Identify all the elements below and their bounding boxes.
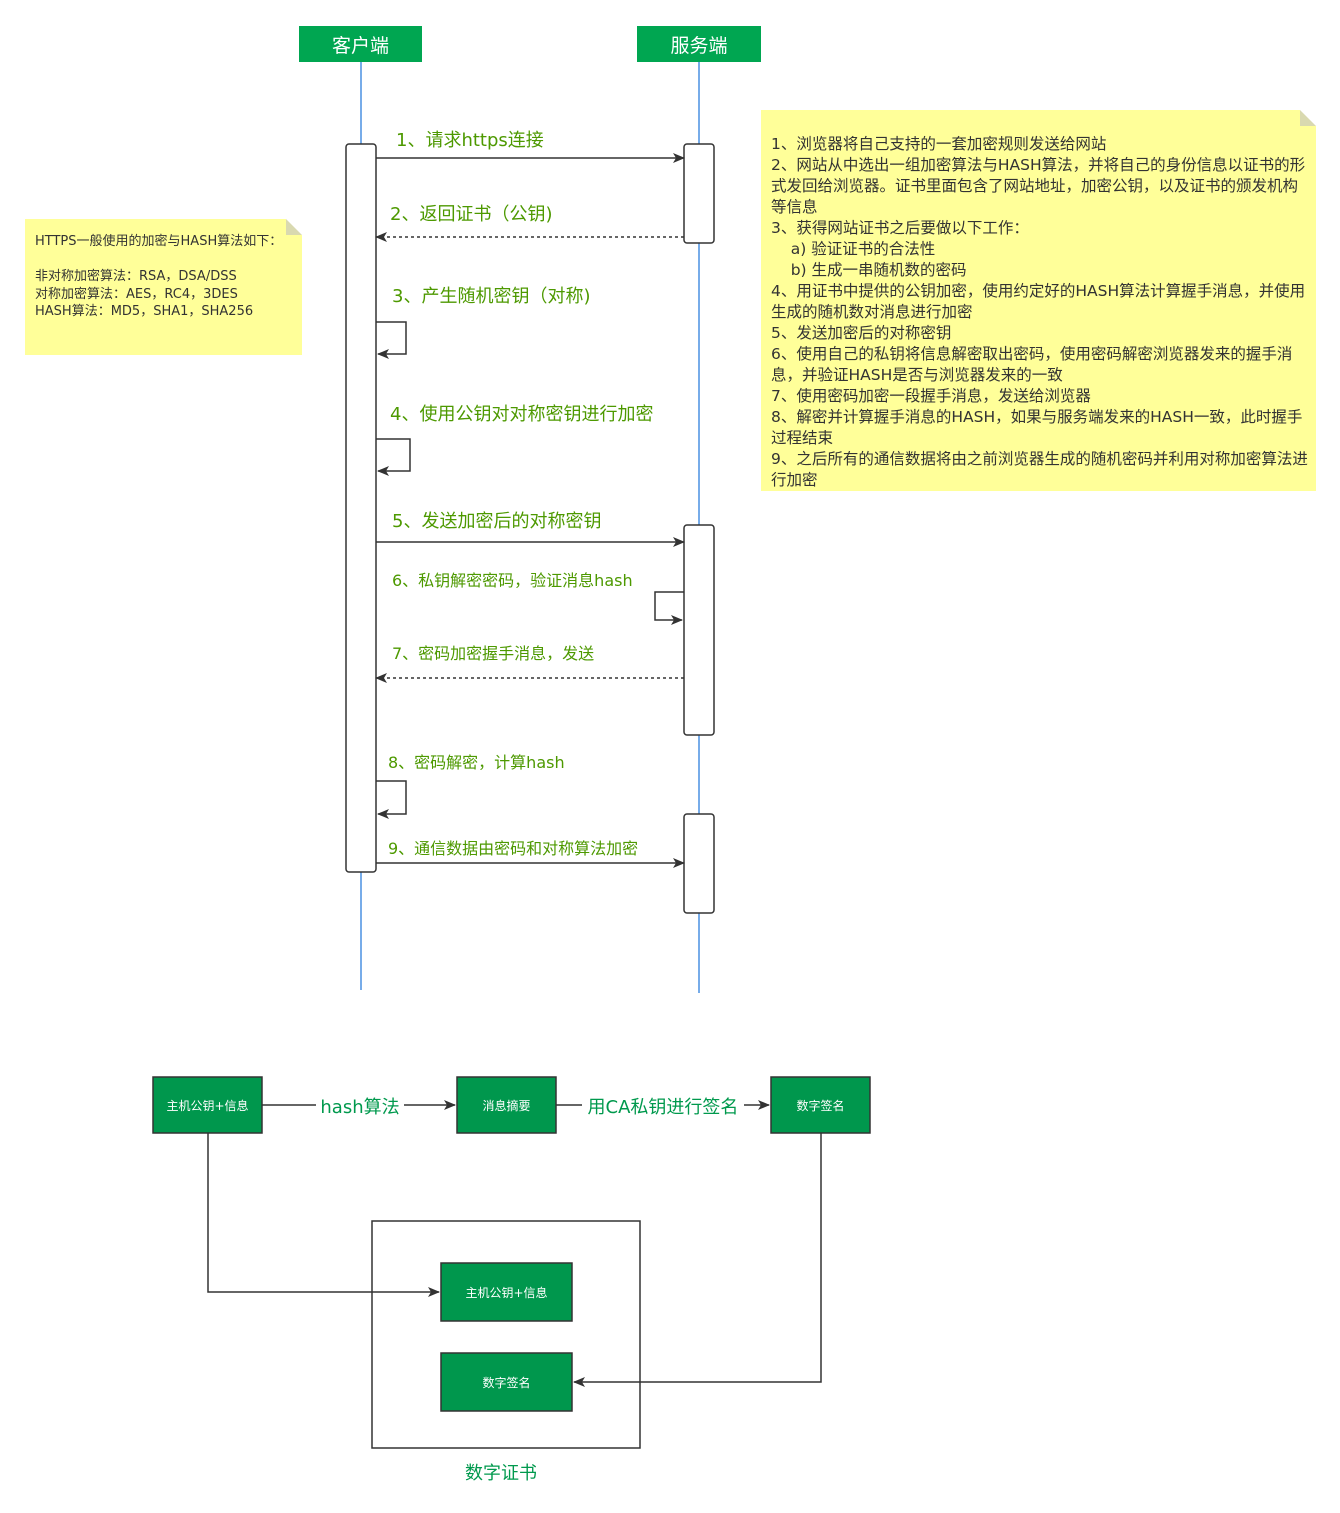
- message-6-label: 6、私钥解密密码，验证消息hash: [392, 571, 633, 590]
- message-3-self-arrow: [376, 321, 407, 359]
- handshake-step: a) 验证证书的合法性: [771, 240, 936, 258]
- message-4-self-arrow: [376, 438, 411, 476]
- edge-sign-label: 用CA私钥进行签名: [588, 1097, 739, 1118]
- server-activation-1: [683, 143, 715, 244]
- participant-client-label: 客户端: [332, 35, 389, 57]
- node-cert-signature-label: 数字签名: [482, 1375, 530, 1390]
- message-5-label: 5、发送加密后的对称密钥: [392, 511, 601, 532]
- handshake-step: 3、获得网站证书之后要做以下工作：: [771, 219, 1029, 237]
- node-digest: 消息摘要: [456, 1076, 557, 1134]
- note-fold-corner: [286, 219, 302, 235]
- edge-info-to-cert: [207, 1133, 440, 1297]
- note-fold-corner: [1300, 110, 1316, 126]
- certificate-container: [371, 1220, 641, 1449]
- server-activation-3: [683, 813, 715, 914]
- participant-server-label: 服务端: [670, 35, 727, 57]
- node-cert-info-label: 主机公钥+信息: [465, 1285, 547, 1300]
- participant-server: 服务端: [637, 26, 761, 62]
- edge-hash-label: hash算法: [320, 1097, 399, 1118]
- handshake-step: 9、之后所有的通信数据将由之前浏览器生成的随机密码并利用对称加密算法进行加密: [771, 450, 1308, 489]
- node-signature-label: 数字签名: [796, 1098, 844, 1113]
- message-8-label: 8、密码解密，计算hash: [388, 753, 565, 772]
- message-4-label: 4、使用公钥对对称密钥进行加密: [390, 404, 653, 425]
- certificate-label: 数字证书: [465, 1463, 537, 1484]
- handshake-steps-note: 1、浏览器将自己支持的一套加密规则发送给网站 2、网站从中选出一组加密算法与HA…: [761, 110, 1316, 491]
- node-cert-info: 主机公钥+信息: [440, 1262, 573, 1322]
- algorithms-note-line: [35, 251, 294, 269]
- message-1-label: 1、请求https连接: [396, 130, 544, 151]
- handshake-step: 8、解密并计算握手消息的HASH，如果与服务端发来的HASH一致，此时握手过程结…: [771, 408, 1303, 447]
- handshake-step: 1、浏览器将自己支持的一套加密规则发送给网站: [771, 135, 1107, 153]
- message-2-label: 2、返回证书（公钥): [390, 204, 552, 225]
- algorithms-note-line: HTTPS一般使用的加密与HASH算法如下：: [35, 234, 283, 249]
- edge-signature-to-cert: [573, 1133, 822, 1387]
- node-cert-signature: 数字签名: [440, 1352, 573, 1412]
- message-6-self-arrow: [654, 591, 684, 625]
- algorithms-note-line: 对称加密算法：AES，RC4，3DES: [35, 286, 238, 302]
- handshake-step: 5、发送加密后的对称密钥: [771, 324, 952, 342]
- message-3-label: 3、产生随机密钥（对称): [392, 286, 590, 307]
- node-signature: 数字签名: [770, 1076, 871, 1134]
- handshake-step: 6、使用自己的私钥将信息解密取出密码，使用密码解密浏览器发来的握手消息，并验证H…: [771, 345, 1293, 384]
- algorithms-note-line: HASH算法：MD5，SHA1，SHA256: [35, 304, 254, 319]
- node-source: 主机公钥+信息: [152, 1076, 263, 1134]
- server-activation-2: [683, 524, 715, 736]
- algorithms-note: HTTPS一般使用的加密与HASH算法如下： 非对称加密算法：RSA，DSA/D…: [25, 219, 302, 355]
- handshake-step: 2、网站从中选出一组加密算法与HASH算法，并将自己的身份信息以证书的形式发回给…: [771, 156, 1306, 216]
- node-digest-label: 消息摘要: [482, 1098, 530, 1113]
- node-source-label: 主机公钥+信息: [166, 1098, 248, 1113]
- algorithms-note-line: 非对称加密算法：RSA，DSA/DSS: [35, 269, 237, 284]
- message-8-self-arrow: [376, 780, 407, 819]
- handshake-step: 4、用证书中提供的公钥加密，使用约定好的HASH算法计算握手消息，并使用生成的随…: [771, 282, 1306, 321]
- client-activation: [345, 143, 377, 873]
- handshake-step: b) 生成一串随机数的密码: [771, 261, 967, 279]
- message-9-label: 9、通信数据由密码和对称算法加密: [388, 839, 638, 858]
- participant-client: 客户端: [299, 26, 422, 62]
- message-7-label: 7、密码加密握手消息，发送: [392, 644, 594, 663]
- handshake-step: 7、使用密码加密一段握手消息，发送给浏览器: [771, 387, 1091, 405]
